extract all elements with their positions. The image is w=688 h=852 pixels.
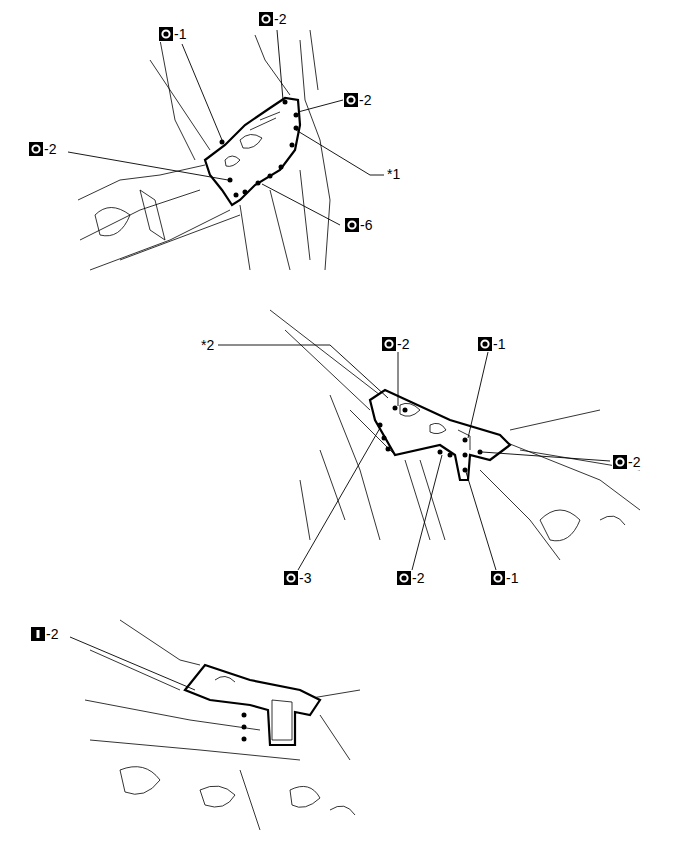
spot-weld-symbol	[259, 12, 273, 26]
callout-number: -1	[506, 570, 518, 586]
weld-callout: -2	[396, 570, 425, 586]
spot-weld-symbol	[29, 142, 43, 156]
leader-lines	[68, 30, 610, 690]
spot-weld-symbol	[284, 571, 298, 585]
callout-number: -2	[628, 454, 640, 470]
callout-number: *2	[201, 337, 214, 353]
weld-callout: -2	[381, 336, 410, 352]
callout-number: -2	[397, 336, 409, 352]
part-callout: *2	[200, 337, 215, 353]
callout-number: -3	[299, 570, 311, 586]
spot-weld-symbol	[159, 27, 173, 41]
spot-weld-symbol	[397, 571, 411, 585]
part-details	[215, 112, 470, 740]
callout-number: -2	[44, 141, 56, 157]
spot-weld-symbol	[613, 455, 627, 469]
weld-callout: -1	[158, 26, 187, 42]
callout-number: -2	[46, 626, 58, 642]
spot-weld-symbol	[344, 93, 358, 107]
weld-callout: -6	[344, 217, 373, 233]
weld-callout: -3	[283, 570, 312, 586]
weld-callout: -1	[490, 570, 519, 586]
callout-number: -2	[412, 570, 424, 586]
callout-number: -2	[274, 11, 286, 27]
weld-callout: -2	[28, 141, 57, 157]
weld-callout: -2	[343, 92, 372, 108]
weld-callout: -2	[612, 454, 641, 470]
callout-number: *1	[387, 166, 400, 182]
weld-callout: -2	[258, 11, 287, 27]
weld-points	[220, 100, 483, 742]
weld-callout: -1	[477, 336, 506, 352]
callout-number: -1	[493, 336, 505, 352]
callout-number: -1	[174, 26, 186, 42]
callout-number: -6	[360, 217, 372, 233]
spot-weld-symbol	[382, 337, 396, 351]
spot-weld-symbol	[491, 571, 505, 585]
weld-type-i-symbol	[31, 627, 45, 641]
spot-weld-symbol	[478, 337, 492, 351]
welded-part-outline	[185, 98, 510, 745]
body-structure	[78, 30, 640, 830]
weld-callout: -2	[30, 626, 59, 642]
callout-number: -2	[359, 92, 371, 108]
spot-weld-symbol	[345, 218, 359, 232]
part-callout: *1	[386, 166, 401, 182]
